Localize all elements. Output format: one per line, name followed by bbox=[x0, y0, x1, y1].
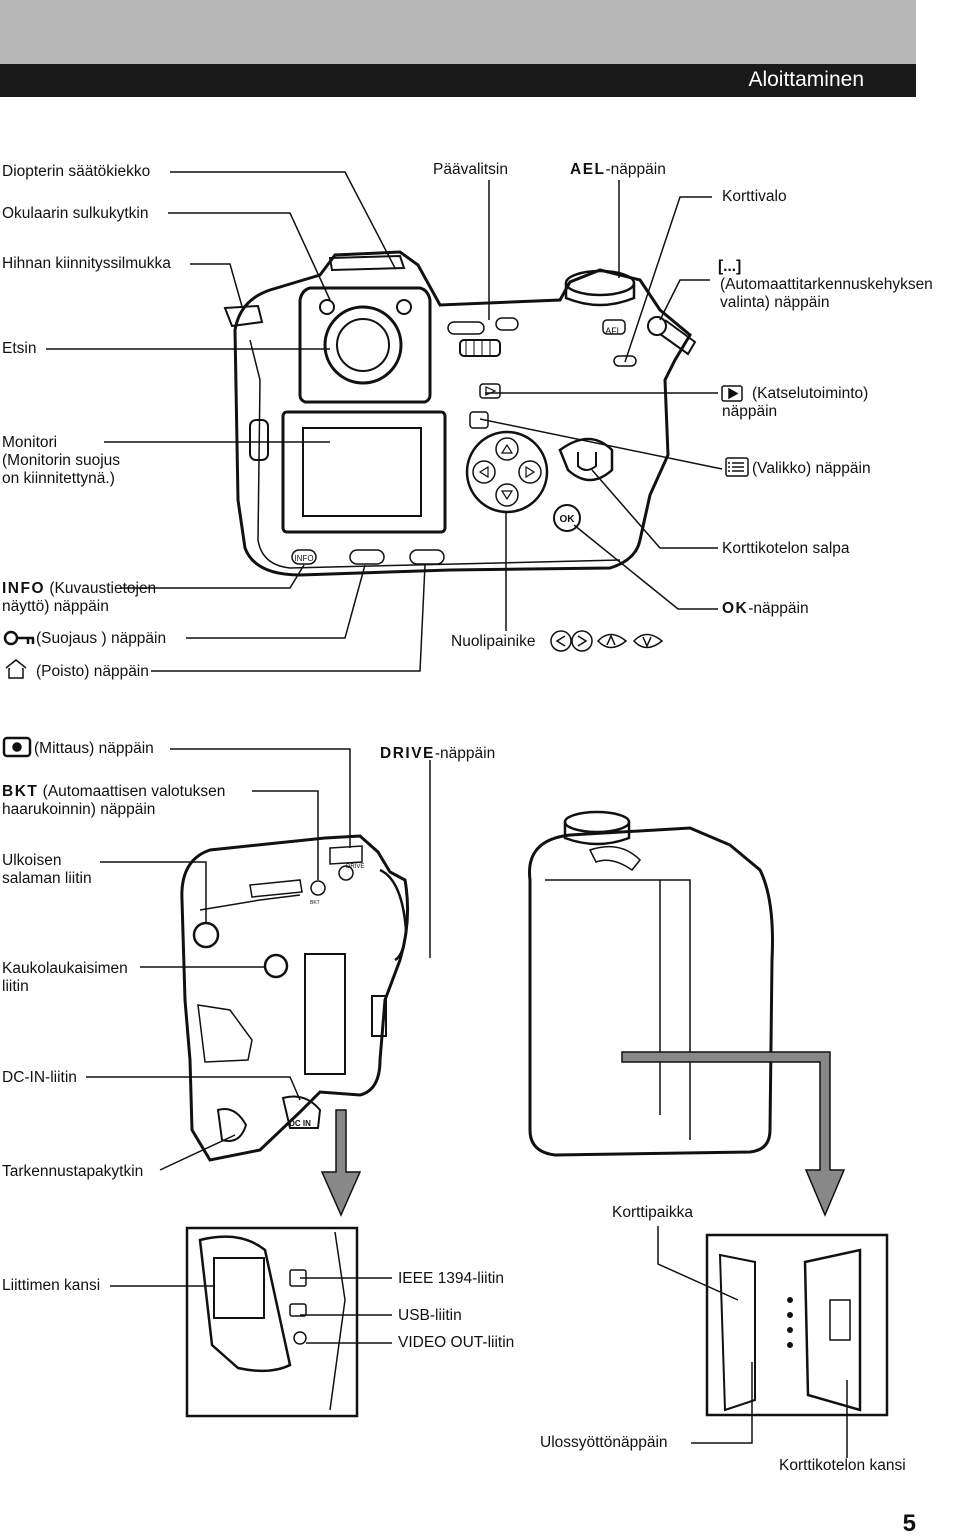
drive-mark: DRIVE bbox=[346, 864, 364, 870]
label-diopter: Diopterin säätökiekko bbox=[2, 163, 151, 180]
label-main-dial: Päävalitsin bbox=[433, 161, 508, 178]
leader-lines-card bbox=[657, 1226, 848, 1458]
label-eject: Ulossyöttönäppäin bbox=[540, 1434, 668, 1451]
label-info: INFO (Kuvaustietojen bbox=[2, 580, 157, 597]
label-card-lamp: Korttivalo bbox=[722, 188, 787, 205]
label-menu: (Valikko) näppäin bbox=[752, 460, 871, 477]
label-arrow-pad: Nuolipainike bbox=[451, 633, 536, 650]
label-metering: (Mittaus) näppäin bbox=[34, 740, 154, 757]
label-usb: USB-liitin bbox=[398, 1307, 462, 1324]
label-af-frame-2: valinta) näppäin bbox=[720, 294, 830, 311]
label-ael: AEL-näppäin bbox=[570, 161, 666, 178]
label-flash-2: salaman liitin bbox=[2, 870, 92, 887]
connector-detail-drawing bbox=[185, 1226, 359, 1418]
leader-lines-top bbox=[46, 171, 723, 672]
label-icons bbox=[2, 385, 749, 758]
label-playback: (Katselutoiminto) bbox=[752, 385, 869, 402]
label-info-2: näyttö) näppäin bbox=[2, 598, 109, 615]
label-ieee: IEEE 1394-liitin bbox=[398, 1270, 504, 1287]
camera-side-drawing: DC IN DRIVE BKT bbox=[180, 834, 410, 1162]
label-remote-2: liitin bbox=[2, 978, 29, 995]
label-playback-2: näppäin bbox=[722, 403, 778, 420]
label-video: VIDEO OUT-liitin bbox=[398, 1334, 515, 1351]
label-focus-mode: Tarkennustapakytkin bbox=[2, 1163, 144, 1180]
label-card-slot: Korttipaikka bbox=[612, 1204, 693, 1221]
bkt-mark: BKT bbox=[310, 900, 320, 906]
afl-mark: AFl bbox=[605, 326, 619, 336]
section-title: Aloittaminen bbox=[748, 68, 864, 91]
label-drive: DRIVE-näppäin bbox=[380, 745, 496, 762]
label-bkt-2: haarukoinnin) näppäin bbox=[2, 801, 156, 818]
leader-lines-connector bbox=[110, 1277, 392, 1344]
label-erase: (Poisto) näppäin bbox=[36, 663, 149, 680]
arrow-pad-icons bbox=[550, 630, 664, 652]
header-bar: Aloittaminen bbox=[0, 0, 916, 97]
label-flash: Ulkoisen bbox=[2, 852, 62, 869]
label-eyepiece-shutter: Okulaarin sulkukytkin bbox=[2, 205, 149, 222]
label-ok: OK-näppäin bbox=[722, 600, 809, 617]
label-monitor-3: on kiinnitettynä.) bbox=[2, 470, 115, 487]
view-arrows bbox=[320, 1051, 846, 1217]
label-dcin: DC-IN-liitin bbox=[2, 1069, 77, 1086]
label-remote: Kaukolaukaisimen bbox=[2, 960, 128, 977]
label-af-frame-icon: [...] bbox=[718, 258, 742, 275]
label-monitor: Monitori bbox=[2, 434, 58, 451]
label-card-lock: Korttikotelon salpa bbox=[722, 540, 850, 557]
camera-back-drawing: OK INFO AFl bbox=[223, 250, 697, 577]
label-monitor-2: (Monitorin suojus bbox=[2, 452, 121, 469]
label-protect: (Suojaus ) näppäin bbox=[36, 630, 167, 647]
ok-mark: OK bbox=[560, 514, 576, 525]
label-connector-cover: Liittimen kansi bbox=[2, 1277, 101, 1294]
label-viewfinder: Etsin bbox=[2, 340, 37, 357]
page-number: 5 bbox=[902, 1510, 916, 1537]
label-bkt: BKT (Automaattisen valotuksen bbox=[2, 783, 226, 800]
label-strap-eyelet: Hihnan kiinnityssilmukka bbox=[2, 255, 171, 272]
card-slot-detail-drawing bbox=[705, 1233, 889, 1417]
label-af-frame: (Automaattitarkennuskehyksen bbox=[720, 276, 933, 293]
dcin-mark: DC IN bbox=[289, 1119, 311, 1128]
info-mark: INFO bbox=[294, 554, 313, 563]
camera-grip-drawing bbox=[528, 810, 774, 1157]
label-card-cover: Korttikotelon kansi bbox=[779, 1457, 906, 1474]
leader-lines-side bbox=[86, 748, 431, 1171]
